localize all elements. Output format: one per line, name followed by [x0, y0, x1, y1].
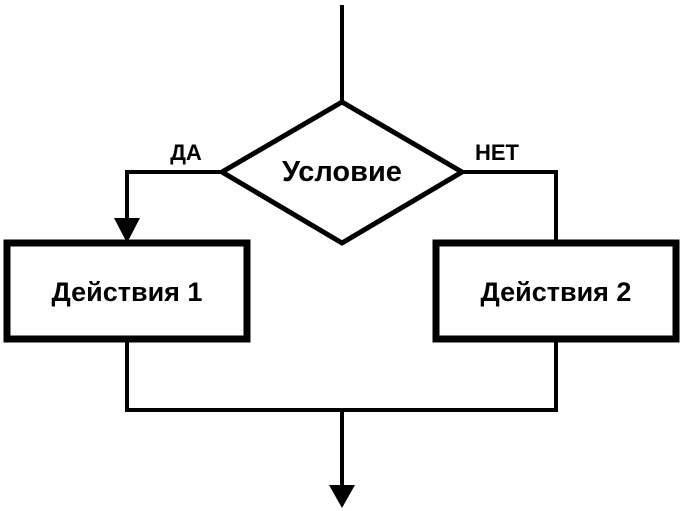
yes-label: ДА [170, 140, 202, 165]
action-label-2: Действия 2 [481, 277, 632, 307]
exit-arrowhead [329, 485, 355, 508]
no-branch-line [462, 170, 558, 243]
merge-line [125, 339, 558, 412]
action-box-1 [3, 239, 251, 343]
yes-branch-line [125, 170, 222, 222]
condition-label: Условие [282, 156, 402, 188]
yes-arrowhead [114, 218, 140, 243]
condition-diamond [217, 99, 467, 246]
action-box-2 [432, 239, 680, 343]
no-label: НЕТ [475, 140, 520, 165]
action-label-1: Действия 1 [52, 277, 203, 307]
